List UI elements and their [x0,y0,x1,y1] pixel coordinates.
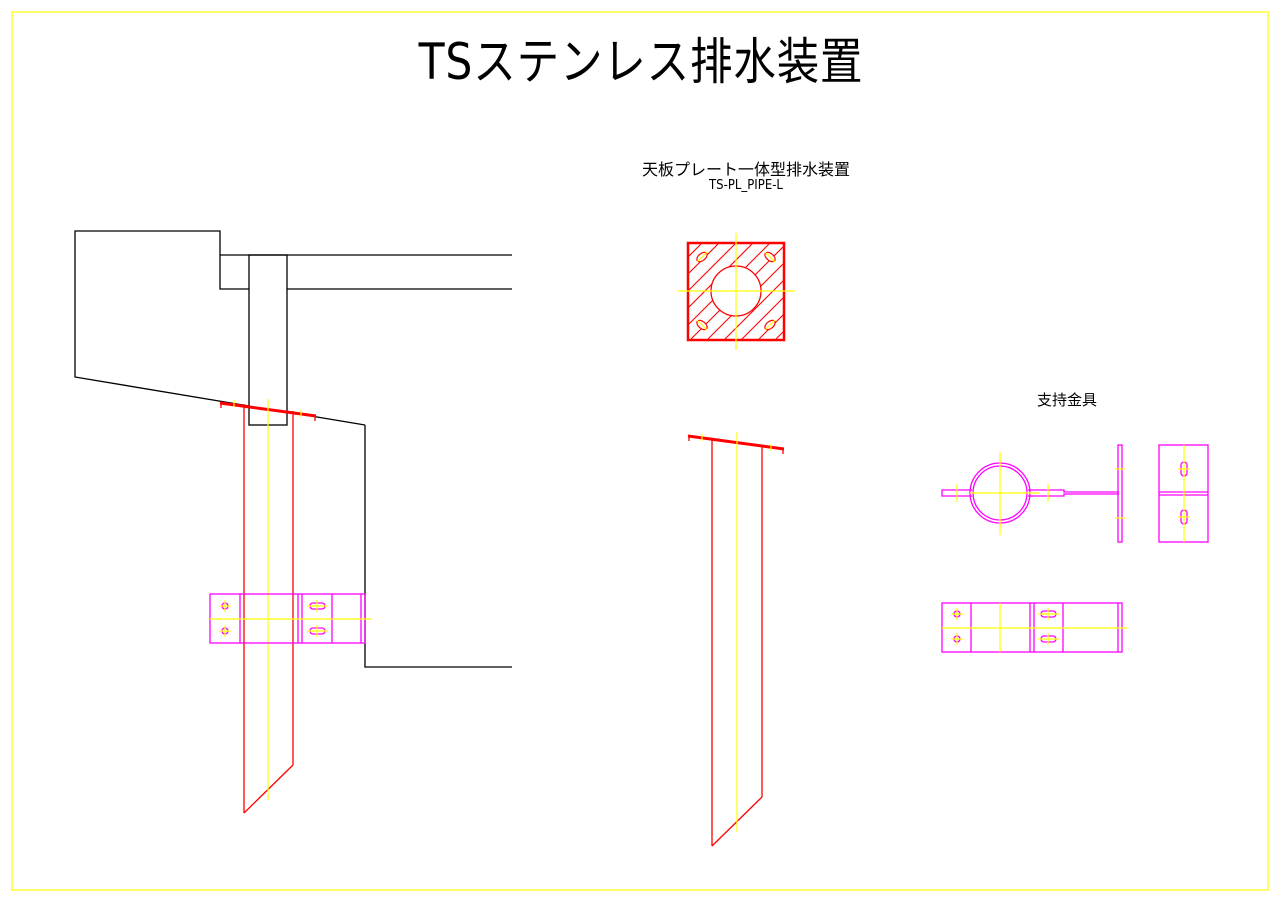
hatch-line [774,330,785,341]
hatch-line [740,296,785,341]
installation-section-view [74,230,512,814]
plate-centerlines [678,233,795,350]
plate-top-view [678,233,795,350]
support-bracket-side [209,593,372,644]
pipe-centerline [233,399,302,800]
bracket-plan-view [941,602,1127,653]
product-model-label: TS-PL_PIPE-L [709,178,783,193]
support-bracket-views [941,444,1209,653]
bracket-front-view [941,444,1125,543]
hatch-line [723,279,785,341]
hatch-line [687,242,737,292]
pipe-elevation-view [687,432,785,847]
structure-outline [74,230,512,668]
bracket-label: 支持金具 [1036,391,1098,409]
drawing-title: TSステンレス排水装置 [418,33,864,91]
bracket-side-view [1158,444,1209,543]
hatch-line [687,242,703,258]
product-name-label: 天板プレート一体型排水装置 [641,160,851,179]
drawing-border [11,11,1269,891]
